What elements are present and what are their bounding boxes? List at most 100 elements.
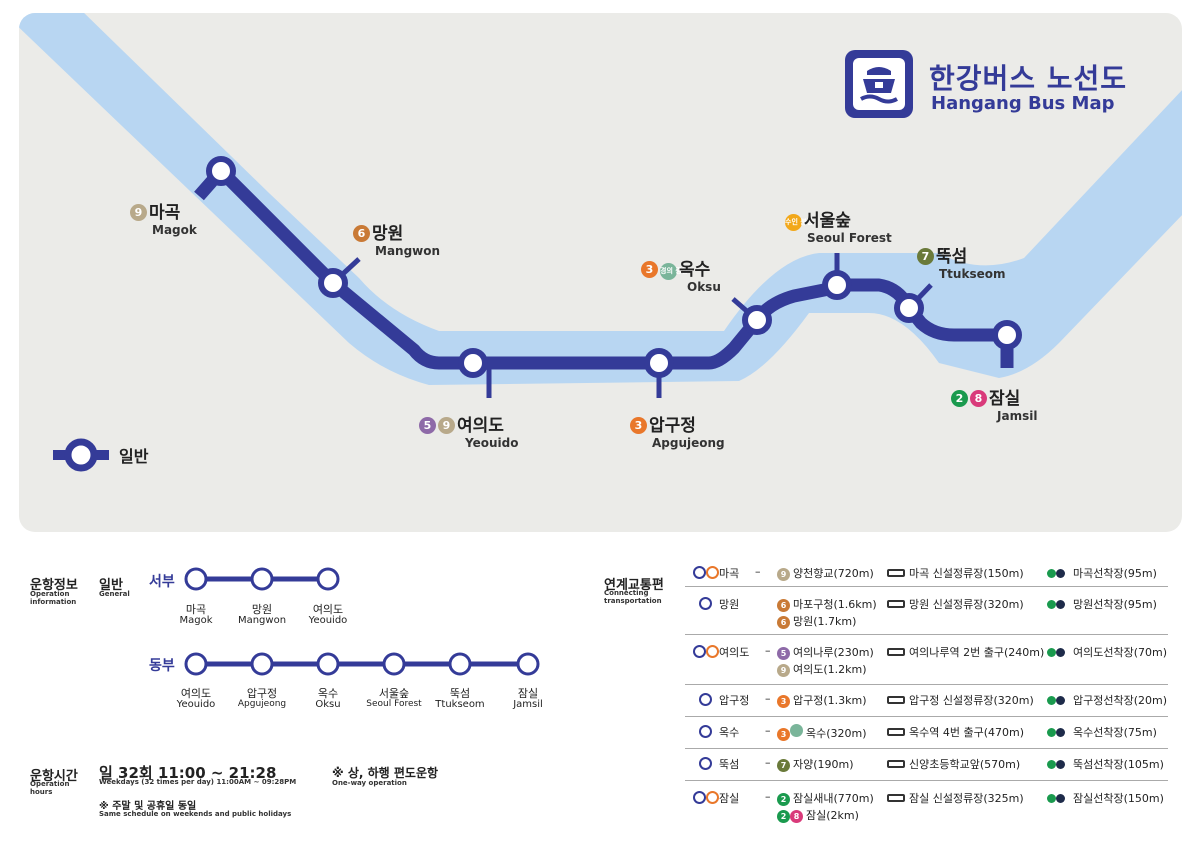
cell-text: 망원선착장(95m) bbox=[1073, 598, 1157, 611]
operation-title: 운항정보 bbox=[30, 578, 78, 593]
cell-text: – bbox=[765, 724, 771, 737]
station-name-en: Seoul Forest bbox=[807, 231, 892, 245]
operation-lines bbox=[184, 567, 540, 676]
station-marker-magok bbox=[206, 156, 236, 186]
cell-text: – bbox=[765, 692, 771, 705]
station-marker-apgujeong bbox=[644, 348, 674, 378]
cell-text: – bbox=[765, 644, 771, 657]
cell-text: 압구정(1.3km) bbox=[793, 694, 867, 707]
west-stop-en: Yeouido bbox=[308, 615, 348, 626]
east-direction-label: 동부 bbox=[149, 658, 175, 674]
station-name-en: Yeouido bbox=[465, 436, 519, 450]
west-stop-en: Mangwon bbox=[237, 615, 287, 626]
line-badge: 6 bbox=[353, 225, 370, 242]
ferry-dot-icon bbox=[1047, 696, 1056, 705]
station-label-seoulforest[interactable]: 수인 분당서울숲 Seoul Forest bbox=[785, 206, 892, 245]
subway-badge: 9 bbox=[777, 568, 790, 581]
route-line bbox=[194, 164, 1014, 370]
east-stop-en: Apgujeong bbox=[237, 699, 287, 709]
cell: 잠실선착장(150m) bbox=[1047, 790, 1164, 806]
cell-text: 망원(1.7km) bbox=[793, 615, 857, 628]
bus-icon bbox=[887, 648, 905, 656]
map-title-en: Hangang Bus Map bbox=[931, 93, 1115, 114]
east-stop-en: Yeouido bbox=[176, 699, 216, 710]
bus-icon bbox=[887, 696, 905, 704]
ferry-dot-icon bbox=[1047, 728, 1056, 737]
west-direction-label: 서부 bbox=[149, 574, 175, 590]
cell-text: 마곡 bbox=[719, 567, 740, 580]
east-stop-en: Oksu bbox=[315, 699, 341, 710]
cell: 여의도선착장(70m) bbox=[1047, 644, 1167, 660]
station-name-ko: 옥수 bbox=[679, 260, 711, 280]
cell: 잠실 신설정류장(325m) bbox=[887, 790, 1024, 806]
cell bbox=[1056, 760, 1065, 769]
cell-text: 압구정 bbox=[719, 694, 750, 707]
cell bbox=[693, 566, 719, 580]
weekend-note-en: Same schedule on weekends and public hol… bbox=[99, 810, 292, 818]
cell bbox=[1056, 648, 1065, 657]
station-marker-oksu bbox=[742, 305, 772, 335]
oneway-note: ※ 상, 하행 편도운항 bbox=[332, 766, 439, 780]
station-name-en: Jamsil bbox=[997, 409, 1038, 423]
cell bbox=[699, 725, 712, 739]
subway-badge: 7 bbox=[777, 759, 790, 772]
station-name-ko: 여의도 bbox=[457, 416, 504, 436]
general-ring-icon bbox=[699, 725, 712, 738]
station-markers bbox=[206, 156, 1022, 378]
express-ring-icon bbox=[706, 566, 719, 579]
subway-badge: 6 bbox=[777, 616, 790, 629]
cell-text: 옥수(320m) bbox=[806, 727, 867, 740]
cell bbox=[699, 757, 712, 771]
legend-symbol bbox=[53, 438, 109, 472]
cell-text: 옥수 bbox=[719, 726, 740, 739]
cell bbox=[693, 791, 719, 805]
general-ring-icon bbox=[699, 693, 712, 706]
general-ring-icon bbox=[693, 645, 706, 658]
river-and-route bbox=[19, 13, 1182, 472]
cell-text: 여의도(1.2km) bbox=[793, 663, 867, 676]
cell-text: 옥수선착장(75m) bbox=[1073, 726, 1157, 739]
line-badge: 경의 중앙 bbox=[660, 263, 688, 280]
subway-badge: 5 bbox=[777, 647, 790, 660]
oneway-note-en: One-way operation bbox=[332, 779, 407, 787]
ferry-dot-icon bbox=[1047, 794, 1056, 803]
line-badge: 9 bbox=[130, 204, 147, 221]
bus-icon bbox=[887, 794, 905, 802]
cell-text: 망원 bbox=[719, 598, 740, 611]
cell: 옥수역 4번 출구(470m) bbox=[887, 724, 1024, 740]
cell-text: 양천향교(720m) bbox=[793, 567, 874, 580]
connecting-title-en: Connecting transportation bbox=[604, 589, 662, 605]
cell-text: 잠실 bbox=[719, 792, 740, 805]
cell-text: 신양초등학교앞(570m) bbox=[909, 758, 1021, 771]
cell-text: – bbox=[765, 790, 771, 803]
cell-text: 잠실(2km) bbox=[806, 809, 859, 822]
operation-type: 일반 bbox=[99, 578, 123, 593]
west-stop-en: Magok bbox=[179, 615, 213, 626]
cell-text: 뚝섬선착장(105m) bbox=[1073, 758, 1164, 771]
express-ring-icon bbox=[706, 645, 719, 658]
general-ring-icon bbox=[699, 597, 712, 610]
ferry-dot-icon bbox=[1047, 600, 1056, 609]
cell-text: 여의도선착장(70m) bbox=[1073, 646, 1168, 659]
cell-text: – bbox=[765, 756, 771, 769]
ship-icon bbox=[845, 50, 913, 118]
general-ring-icon bbox=[699, 757, 712, 770]
east-stop-en: Jamsil bbox=[513, 699, 543, 710]
line-badge: 3 bbox=[641, 261, 658, 278]
station-name-en: Apgujeong bbox=[652, 436, 725, 450]
general-ring-icon bbox=[693, 791, 706, 804]
cell-text: 압구정 신설정류장(320m) bbox=[909, 694, 1034, 707]
